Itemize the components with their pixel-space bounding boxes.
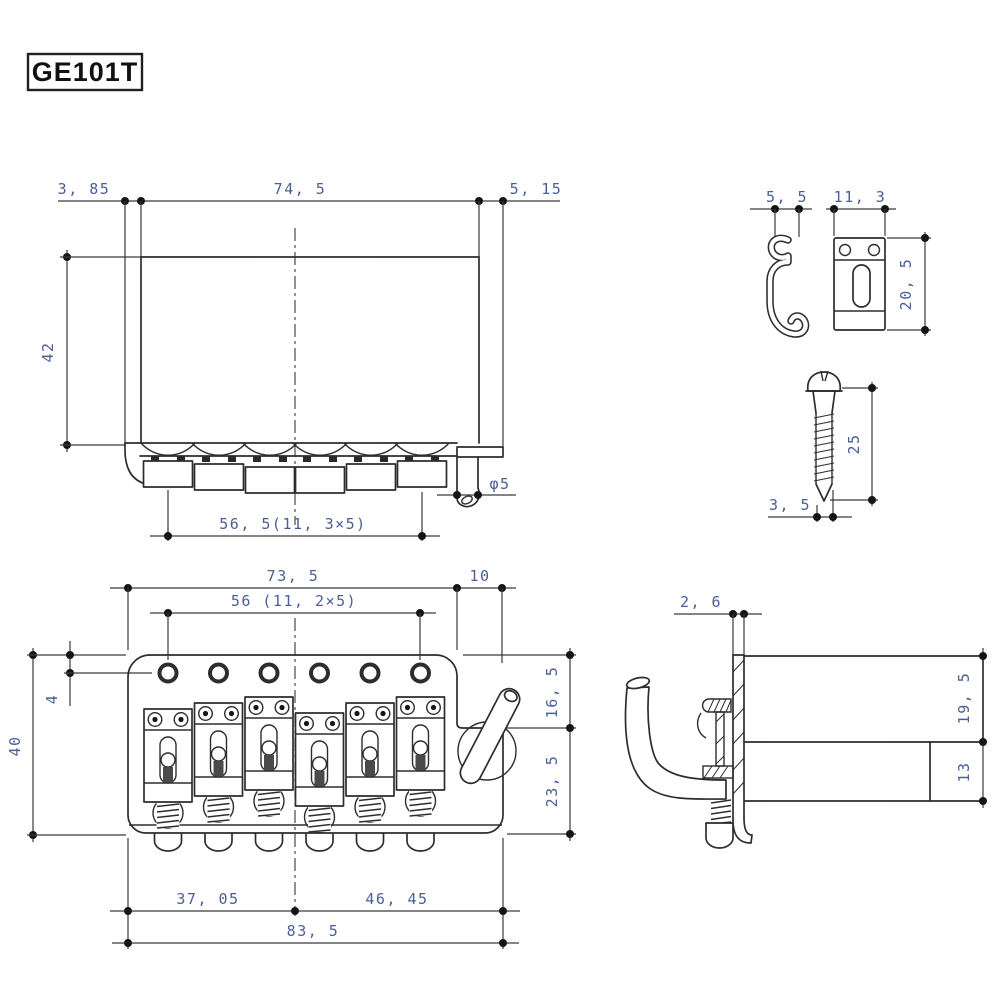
front-view: 3, 85 74, 5 5, 15 42 (39, 180, 563, 541)
screw-hole (258, 662, 280, 684)
screw-hole (157, 662, 179, 684)
dim-block-lower: 13 (955, 761, 973, 782)
dim-arm-tab: 10 (469, 567, 490, 585)
dim-retainer-height: 20, 5 (897, 258, 915, 311)
dim-plate-thickness: 2, 6 (680, 593, 722, 611)
dim-clip-width: 5, 5 (766, 188, 808, 206)
dim-front-height: 42 (39, 341, 57, 362)
tremolo-arm-side (624, 676, 727, 800)
dim-rear-depth: 23, 5 (543, 755, 561, 808)
dim-front-depth: 16, 5 (543, 666, 561, 719)
screw-hole (208, 662, 229, 684)
dim-arm-hole-dia: φ5 (489, 475, 510, 493)
screw-hole (309, 662, 330, 684)
dim-block-upper: 19, 5 (955, 672, 973, 725)
tremolo-block (744, 655, 984, 802)
dim-overhang-right: 5, 15 (510, 180, 563, 198)
dim-screw-length: 25 (845, 433, 863, 454)
top-view: 73, 5 10 56 (11, 2×5) 40 4 (6, 567, 576, 949)
clip-profile (766, 234, 810, 338)
plate-section (732, 654, 753, 844)
saddle (345, 702, 395, 823)
dim-right-half: 46, 45 (365, 890, 428, 908)
saddle-section (696, 698, 734, 779)
saddle (143, 708, 193, 829)
string-guide-clip-view: 5, 5 (750, 188, 812, 338)
saddle (294, 712, 345, 833)
dim-overhang-left: 3, 85 (58, 180, 111, 198)
dim-total-width: 83, 5 (287, 922, 340, 940)
dim-left-half: 37, 05 (176, 890, 239, 908)
dim-front-width: 74, 5 (274, 180, 327, 198)
part-number: GE101T (32, 57, 139, 87)
part-number-box: GE101T (26, 52, 144, 92)
dim-screw-diameter: 3, 5 (769, 496, 811, 514)
screw-threads (813, 413, 835, 482)
dim-retainer-width: 11, 3 (834, 188, 887, 206)
dim-hole-inset: 4 (43, 694, 61, 705)
screw-hole (410, 662, 431, 684)
side-view: 2, 6 (624, 593, 987, 849)
dim-plate-depth: 40 (6, 735, 24, 756)
dim-saddle-pitch: 56, 5(11, 3×5) (219, 515, 366, 533)
saddle (395, 696, 446, 817)
saddle (193, 702, 244, 823)
intonation-screw-head (705, 822, 734, 849)
mounting-screw-view: 25 3, 5 (768, 370, 878, 522)
arm-socket-front (456, 456, 480, 508)
saddle (244, 696, 294, 817)
dim-plate-width: 73, 5 (267, 567, 320, 585)
dim-string-pitch: 56 (11, 2×5) (231, 592, 357, 610)
intonation-spring (710, 799, 732, 825)
string-retainer-view: 11, 3 20, 5 (826, 188, 931, 336)
screw-hole (359, 662, 381, 684)
tremolo-arm-top (459, 687, 521, 785)
